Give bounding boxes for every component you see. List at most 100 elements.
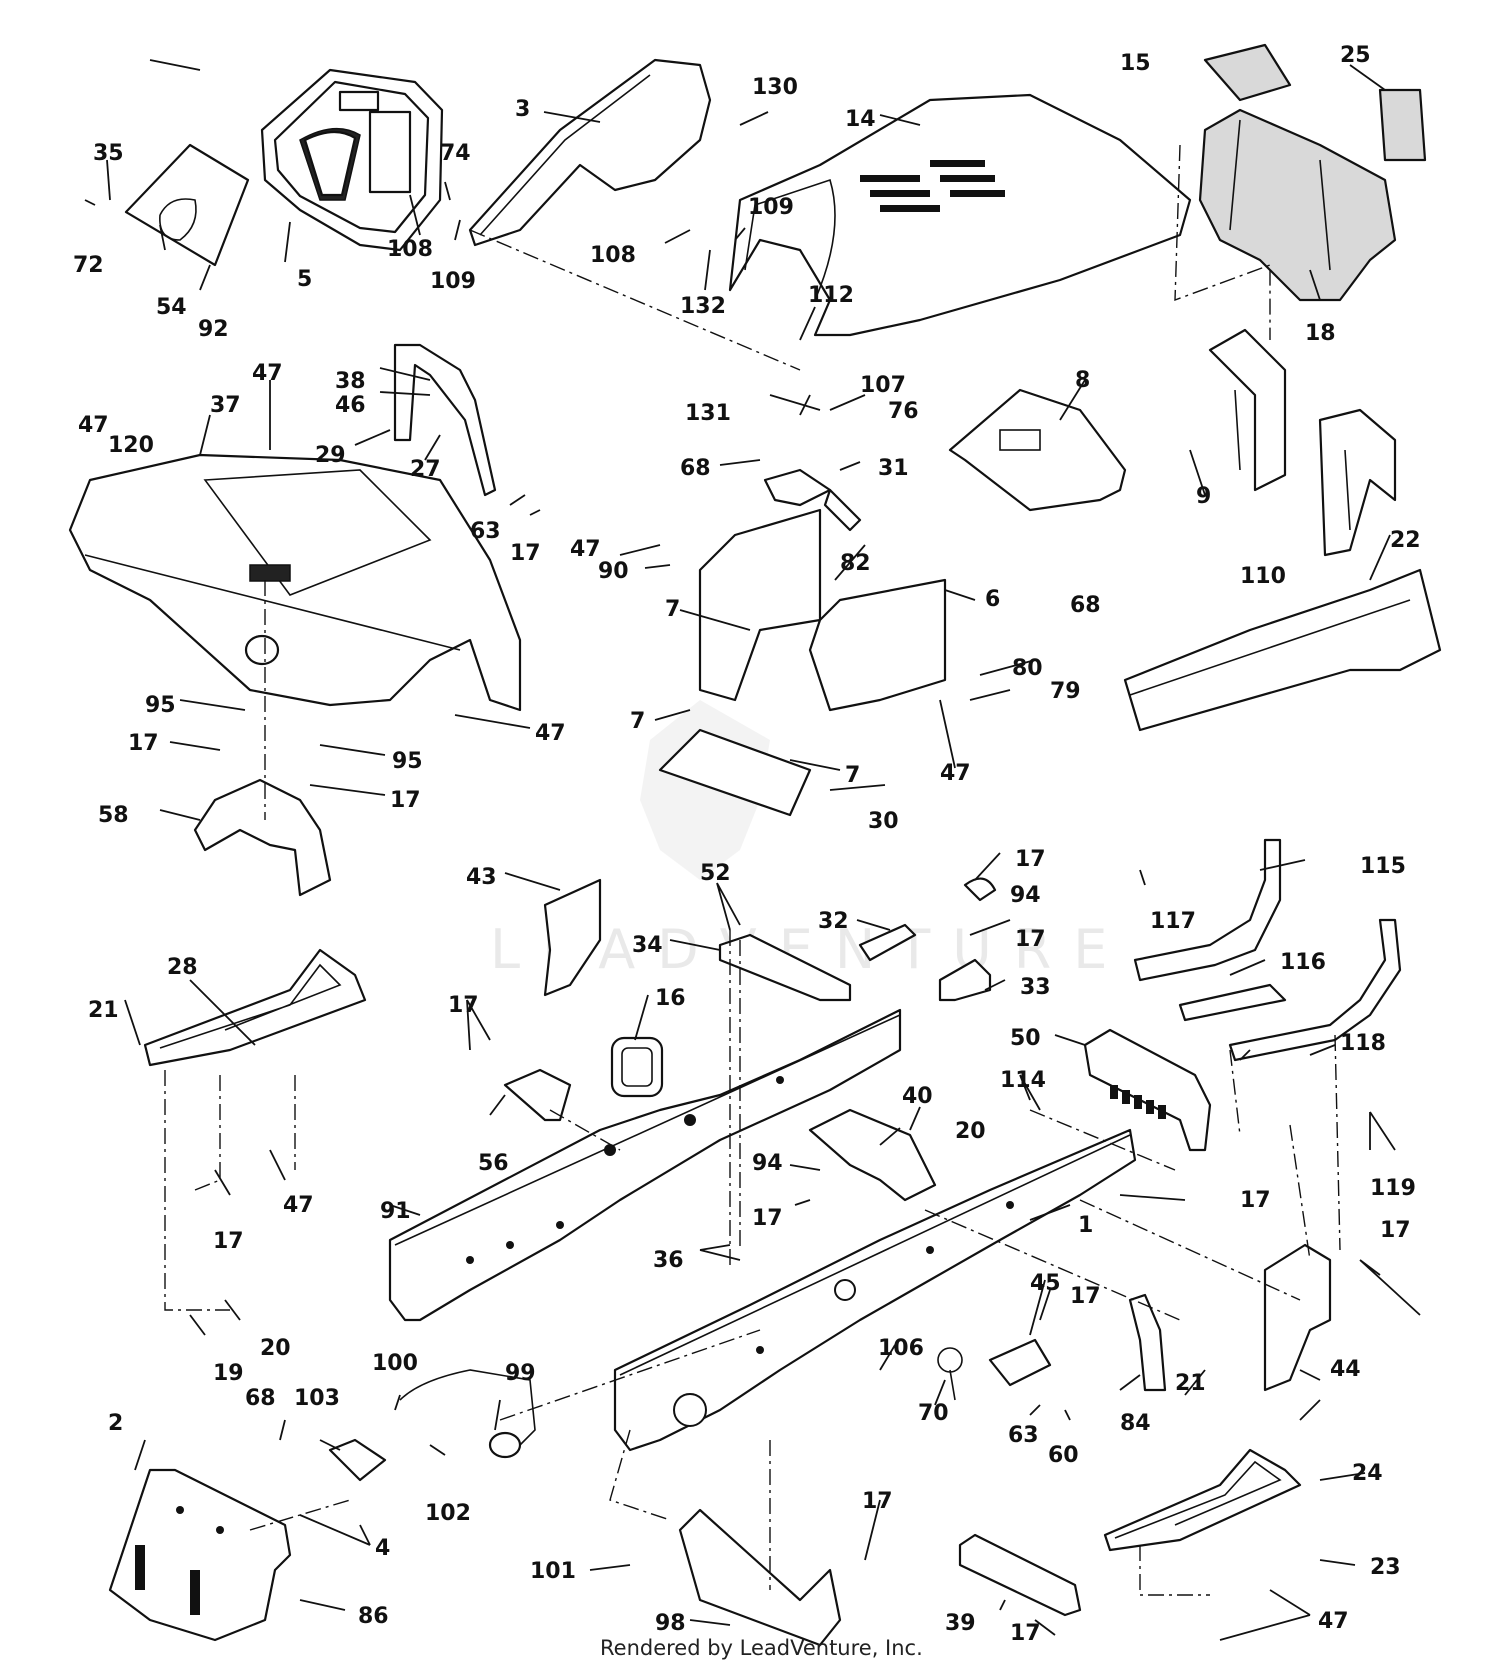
callout-2: 2	[108, 1411, 123, 1436]
callout-17-f: 17	[448, 993, 479, 1018]
callout-17-b: 17	[128, 731, 159, 756]
part-support-bar	[718, 933, 852, 1002]
part-left-footrest	[143, 948, 367, 1067]
callout-98: 98	[655, 1611, 686, 1636]
part-grille-screen-right	[1378, 88, 1427, 162]
callout-7-a: 7	[665, 597, 680, 622]
part-rear-plate	[108, 1468, 292, 1642]
part-lift-lever	[399, 1369, 536, 1459]
center-lines	[164, 144, 1341, 1596]
callout-47-a: 47	[252, 361, 283, 386]
callout-102: 102	[425, 1501, 471, 1526]
callout-47-b: 47	[78, 413, 109, 438]
callout-3: 3	[515, 97, 530, 122]
callout-106: 106	[878, 1336, 924, 1361]
callout-107: 107	[860, 373, 906, 398]
part-spacer-84	[1128, 1293, 1167, 1392]
part-grille-housing	[1198, 108, 1397, 302]
callout-17-l: 17	[862, 1489, 893, 1514]
callout-68-c: 68	[245, 1386, 276, 1411]
callout-17-j: 17	[1380, 1218, 1411, 1243]
callout-30: 30	[868, 809, 899, 834]
callout-21-a: 21	[88, 998, 119, 1023]
callout-63-b: 63	[1008, 1423, 1039, 1448]
callout-109-a: 109	[430, 269, 476, 294]
callout-17-g: 17	[1240, 1188, 1271, 1213]
callout-36: 36	[653, 1248, 684, 1273]
credit-text: Rendered by LeadVenture, Inc.	[600, 1636, 923, 1660]
callout-108-b: 108	[590, 243, 636, 268]
part-front-bumper	[1123, 568, 1442, 732]
callout-33: 33	[1020, 975, 1051, 1000]
callout-20-a: 20	[955, 1119, 986, 1144]
callout-100: 100	[372, 1351, 418, 1376]
part-hinge-bracket	[503, 1068, 572, 1122]
part-drag-link	[1133, 838, 1287, 1022]
callout-16: 16	[655, 986, 686, 1011]
callout-24: 24	[1352, 1461, 1383, 1486]
callout-23: 23	[1370, 1555, 1401, 1580]
callout-115: 115	[1360, 854, 1406, 879]
part-small-bracket-32	[858, 923, 917, 962]
callout-17-e: 17	[1015, 927, 1046, 952]
part-grommet	[610, 1036, 664, 1098]
callout-38: 38	[335, 369, 366, 394]
callout-43: 43	[466, 865, 497, 890]
callout-108-a: 108	[387, 237, 433, 262]
callout-17-c: 17	[390, 788, 421, 813]
callout-63-a: 63	[470, 519, 501, 544]
callout-27: 27	[410, 457, 441, 482]
callout-91: 91	[380, 1199, 411, 1224]
callout-47-e: 47	[535, 721, 566, 746]
part-rear-guard	[678, 1508, 842, 1647]
callout-110: 110	[1240, 564, 1286, 589]
part-seat-mount-bracket	[193, 778, 332, 897]
callout-112: 112	[808, 283, 854, 308]
callout-17-m: 17	[1010, 1621, 1041, 1646]
part-seat-bracket	[393, 343, 497, 497]
callout-47-g: 47	[1318, 1609, 1349, 1634]
callout-6: 6	[985, 587, 1000, 612]
callout-44: 44	[1330, 1357, 1361, 1382]
callout-92: 92	[198, 317, 229, 342]
part-hitch-bracket	[988, 1338, 1052, 1387]
callout-95-b: 95	[392, 749, 423, 774]
callout-76: 76	[888, 399, 919, 424]
callout-114: 114	[1000, 1068, 1046, 1093]
callout-25: 25	[1340, 43, 1371, 68]
callout-94-a: 94	[1010, 883, 1041, 908]
callout-132: 132	[680, 294, 726, 319]
callout-17-i: 17	[213, 1229, 244, 1254]
callout-82: 82	[840, 551, 871, 576]
part-pivot-bracket	[808, 1108, 937, 1202]
part-side-bracket	[543, 878, 602, 997]
callout-numbers: 15 25 3 130 14 35 74 72 54 92 5 108 109 …	[73, 43, 1421, 1646]
callout-54: 54	[156, 295, 187, 320]
callout-22: 22	[1390, 528, 1421, 553]
part-bracket-39	[958, 1533, 1082, 1617]
callout-131: 131	[685, 401, 731, 426]
callout-47-c: 47	[570, 537, 601, 562]
callout-39: 39	[945, 1611, 976, 1636]
part-fender	[68, 453, 522, 712]
callout-90: 90	[598, 559, 629, 584]
callout-21-b: 21	[1175, 1371, 1206, 1396]
part-front-plate-44	[1263, 1243, 1332, 1392]
callout-28: 28	[167, 955, 198, 980]
callout-79: 79	[1050, 679, 1081, 704]
part-grille-screen-left	[1203, 43, 1292, 102]
callout-56: 56	[478, 1151, 509, 1176]
part-grille-brackets	[1208, 328, 1397, 557]
callout-103: 103	[294, 1386, 340, 1411]
callout-17-a: 17	[510, 541, 541, 566]
part-battery-tray	[948, 388, 1127, 512]
callout-118: 118	[1340, 1031, 1386, 1056]
callout-99: 99	[505, 1361, 536, 1386]
part-hitch-pin	[937, 1347, 963, 1401]
callout-70: 70	[918, 1401, 949, 1426]
callout-117: 117	[1150, 909, 1196, 934]
part-right-footrest	[1103, 1448, 1302, 1552]
part-dash-console	[260, 68, 444, 252]
callout-34: 34	[632, 933, 663, 958]
callout-120: 120	[108, 433, 154, 458]
